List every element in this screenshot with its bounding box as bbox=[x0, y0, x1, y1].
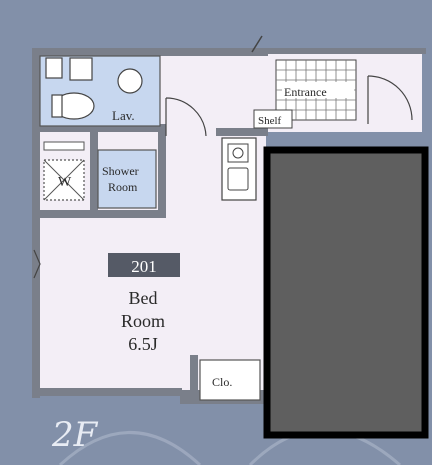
washer-label: W bbox=[58, 175, 72, 190]
stove-icon bbox=[232, 147, 244, 159]
sink-icon bbox=[117, 68, 143, 94]
walls bbox=[32, 48, 426, 404]
shower-label-line1: Shower bbox=[102, 164, 139, 178]
kitchen-counter bbox=[221, 137, 257, 201]
lavatory bbox=[39, 55, 207, 137]
north-arrow-icon bbox=[251, 35, 263, 53]
floor-indicator: 2F bbox=[51, 415, 99, 455]
lav-door-swing bbox=[165, 97, 207, 137]
window-mark bbox=[33, 249, 41, 279]
closet bbox=[199, 359, 261, 401]
room-number: 201 bbox=[131, 257, 157, 276]
bedroom-label-line1: Bed bbox=[129, 288, 158, 308]
lav-label: Lav. bbox=[112, 108, 135, 123]
shelf-label: Shelf bbox=[258, 115, 282, 127]
room-number-badge bbox=[108, 253, 180, 277]
entrance-label: Entrance bbox=[284, 85, 327, 99]
kitchen-sink bbox=[227, 167, 249, 191]
washer-space bbox=[43, 141, 85, 201]
bedroom-label-line2: Room bbox=[121, 311, 165, 331]
closet-label: Clo. bbox=[212, 375, 232, 389]
shower-label-line2: Room bbox=[108, 180, 138, 194]
redacted-area bbox=[263, 146, 429, 439]
shelf-box bbox=[253, 109, 293, 129]
toilet-tank bbox=[45, 57, 63, 79]
bedroom-size: 6.5J bbox=[128, 334, 158, 354]
shower-room bbox=[97, 149, 157, 209]
entrance-door-swing bbox=[367, 75, 413, 121]
